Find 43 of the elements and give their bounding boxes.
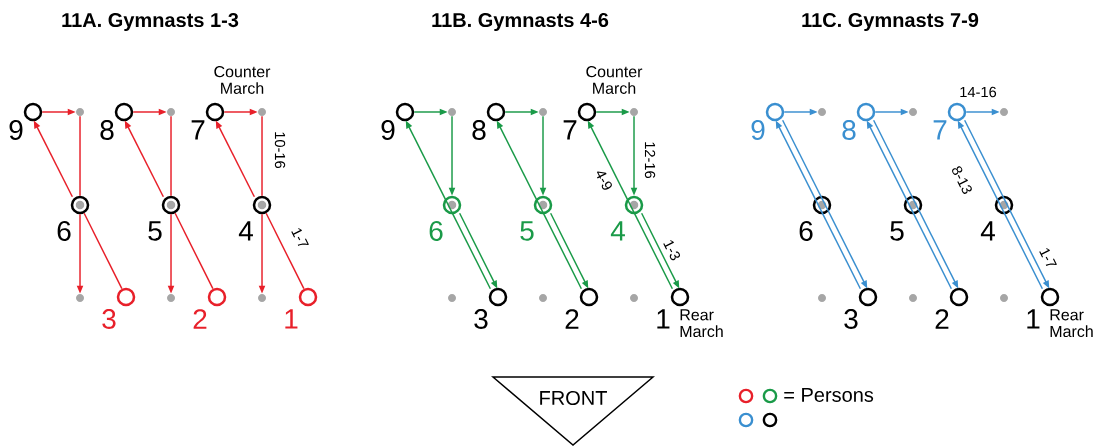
edge-label: 10-16: [273, 130, 287, 170]
number-label: 5: [520, 221, 534, 241]
number-label: 2: [193, 309, 207, 329]
number-label: 8: [100, 120, 114, 140]
number-label: 4: [238, 221, 253, 241]
note-label: Counter March: [586, 66, 643, 94]
edge-label: 1-7: [1037, 244, 1059, 272]
number-label: 7: [191, 120, 205, 140]
number-label: 5: [890, 221, 904, 241]
number-label: 9: [751, 120, 765, 140]
edge-label: 12-16: [643, 140, 657, 180]
number-label: 5: [148, 221, 162, 241]
panel-title: 11A. Gymnasts 1-3: [62, 12, 239, 32]
number-label: 1: [285, 309, 298, 329]
number-label: 4: [980, 221, 995, 241]
number-label: 3: [102, 309, 116, 329]
number-label: 6: [57, 221, 71, 241]
number-label: 3: [474, 309, 488, 329]
note-label: Counter March: [214, 66, 271, 94]
number-label: 2: [565, 309, 579, 329]
number-label: 6: [429, 221, 443, 241]
number-label: 4: [610, 221, 625, 241]
legend-text: = Persons: [784, 388, 874, 402]
number-label: 1: [657, 309, 670, 329]
number-label: 1: [1027, 309, 1040, 329]
panel-title: 11C. Gymnasts 7-9: [802, 12, 979, 32]
edge-label: 14-16: [958, 85, 998, 99]
number-label: 6: [799, 221, 813, 241]
number-label: 8: [842, 120, 856, 140]
number-label: 7: [933, 120, 947, 140]
edge-label: 4-9: [593, 166, 615, 194]
number-label: 8: [472, 120, 486, 140]
number-label: 2: [935, 309, 949, 329]
panel-title: 11B. Gymnasts 4-6: [432, 12, 609, 32]
number-label: 7: [563, 120, 577, 140]
number-label: 3: [844, 309, 858, 329]
number-label: 9: [9, 120, 23, 140]
note-label: Rear March: [1050, 309, 1093, 338]
edge-label: 8-13: [949, 163, 975, 197]
number-label: 9: [381, 120, 395, 140]
note-label: Rear March: [680, 309, 723, 338]
edge-label: 1-7: [289, 224, 311, 252]
edge-label: 1-3: [661, 236, 683, 264]
